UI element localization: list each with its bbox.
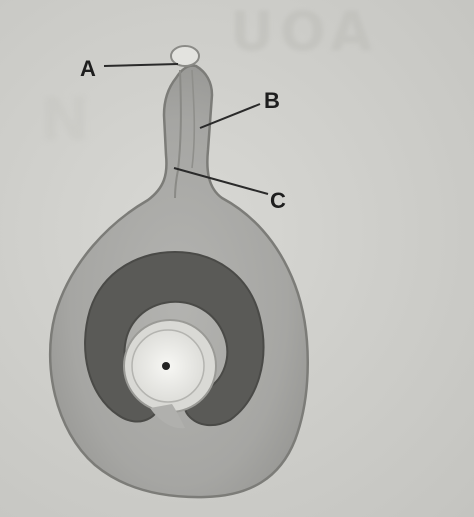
- label-b: B: [264, 88, 280, 113]
- label-a: A: [80, 56, 96, 81]
- leader-line-c: [173, 167, 269, 195]
- show-through-text: UOA: [230, 0, 379, 63]
- label-c: C: [270, 188, 286, 213]
- pollen-grain: [170, 45, 200, 67]
- nucleus: [162, 362, 170, 370]
- leader-line-a: [103, 63, 179, 67]
- show-through-text: N: [40, 85, 91, 155]
- micropyle: [150, 404, 185, 429]
- pollen-tube: [174, 69, 182, 199]
- pollen-tube-shadow: [191, 69, 196, 169]
- leader-line-b: [199, 103, 261, 129]
